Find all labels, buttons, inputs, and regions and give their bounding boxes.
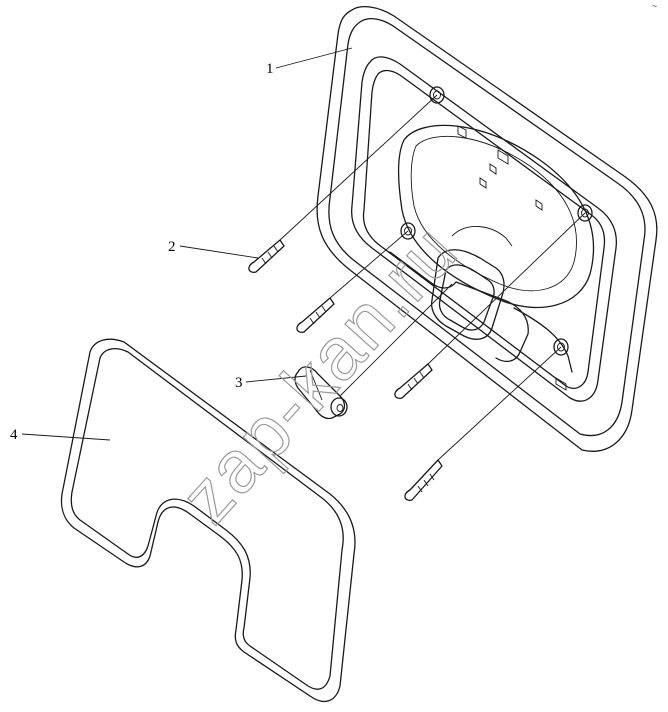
corner-mark: ~ — [652, 1, 657, 11]
lamp-housing-part-1 — [316, 5, 658, 452]
callout-label-4: 4 — [10, 427, 18, 443]
lens-part-4 — [60, 338, 356, 703]
callout-label-2: 2 — [168, 239, 176, 255]
watermark-text: zap-kan.ru — [164, 208, 473, 538]
screw-part-2 — [248, 94, 586, 501]
callout-label-1: 1 — [266, 61, 274, 77]
callout-leaders — [21, 47, 353, 441]
callout-label-3: 3 — [235, 375, 243, 391]
bulb-part-3 — [294, 283, 453, 420]
